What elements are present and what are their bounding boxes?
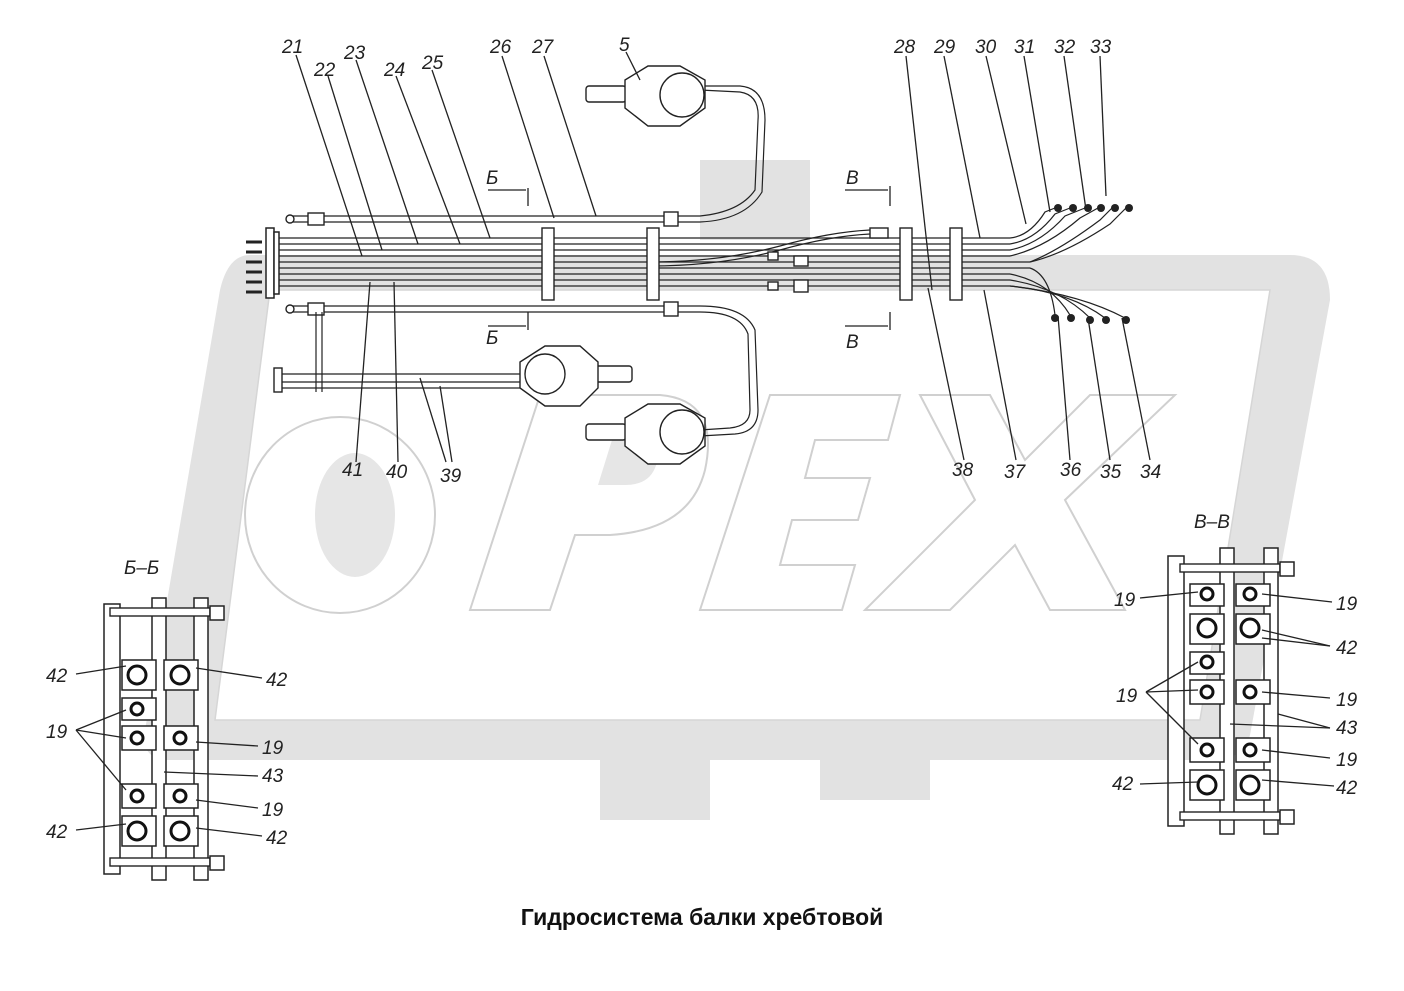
callout-37: 37: [1004, 462, 1027, 483]
callout-5: 5: [619, 35, 630, 56]
bb-callout-42-bottom-left: 42: [46, 822, 68, 843]
section-vv-title: В–В: [1194, 512, 1230, 533]
callout-30: 30: [975, 37, 997, 58]
callout-29: 29: [933, 37, 956, 58]
bb-callout-43: 43: [262, 766, 284, 787]
pipe-bundle: [246, 85, 1133, 437]
vv-callout-42-bottom-right: 42: [1336, 778, 1358, 799]
vv-callout-43: 43: [1336, 718, 1358, 739]
callout-39: 39: [440, 466, 462, 487]
section-cut-labels: Б Б В В: [486, 168, 859, 353]
callouts-bottom: 41 40 39 38 37 36 35 34: [342, 460, 1161, 487]
callout-27: 27: [531, 37, 555, 58]
vv-callout-19-top-left: 19: [1114, 590, 1136, 611]
bb-callout-19-right-a: 19: [262, 738, 284, 759]
section-mark-b-bottom: Б: [486, 328, 498, 349]
section-mark-v-bottom: В: [846, 332, 859, 353]
bb-callout-42-top-right: 42: [266, 670, 288, 691]
section-bb: Б–Б 42: [46, 558, 288, 881]
vv-callout-19-right-b: 19: [1336, 750, 1358, 771]
callout-24: 24: [383, 60, 405, 81]
callouts-top: 21 22 23 24 25 26 27 5 28 29 30 31 32 33: [281, 35, 1112, 81]
callout-41: 41: [342, 460, 363, 481]
callout-33: 33: [1090, 37, 1112, 58]
callout-23: 23: [343, 43, 366, 64]
callout-40: 40: [386, 462, 408, 483]
callout-32: 32: [1054, 37, 1076, 58]
section-vv: В–В: [1112, 512, 1358, 835]
bb-callout-19-right-b: 19: [262, 800, 284, 821]
section-mark-v-top: В: [846, 168, 859, 189]
bb-callout-42-bottom-right: 42: [266, 828, 288, 849]
callout-31: 31: [1014, 37, 1035, 58]
callout-35: 35: [1100, 462, 1122, 483]
callout-25: 25: [421, 53, 444, 74]
diagram-caption: Гидросистема балки хребтовой: [520, 904, 884, 930]
callout-leaders: [295, 51, 1151, 463]
vv-callout-42-bottom-left: 42: [1112, 774, 1134, 795]
vv-callout-42-right: 42: [1336, 638, 1358, 659]
section-bb-title: Б–Б: [124, 558, 159, 579]
section-mark-b-top: Б: [486, 168, 498, 189]
callout-34: 34: [1140, 462, 1161, 483]
bb-callout-19-left: 19: [46, 722, 68, 743]
callout-26: 26: [489, 37, 512, 58]
callout-28: 28: [893, 37, 916, 58]
coupling-top: [585, 65, 706, 127]
callout-21: 21: [281, 37, 303, 58]
callout-22: 22: [313, 60, 336, 81]
coupling-middle: [519, 345, 633, 407]
vv-callout-19-top-right: 19: [1336, 594, 1358, 615]
vv-callout-19-right-a: 19: [1336, 690, 1358, 711]
bb-callout-42-top-left: 42: [46, 666, 68, 687]
callout-38: 38: [952, 460, 974, 481]
coupling-bottom: [585, 403, 706, 465]
vv-callout-19-left: 19: [1116, 686, 1138, 707]
callout-36: 36: [1060, 460, 1082, 481]
